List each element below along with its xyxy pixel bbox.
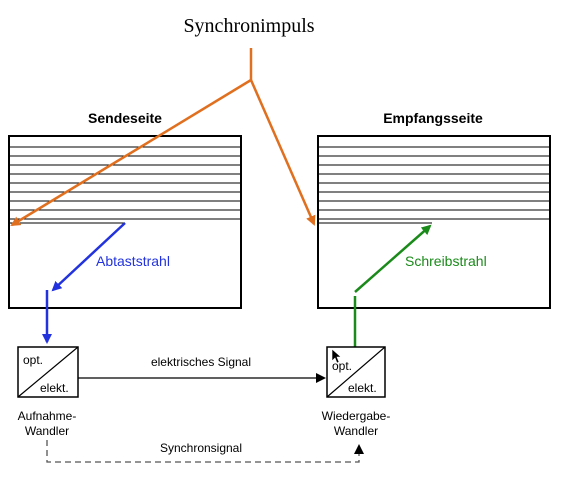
recording-converter-top: opt. [23, 353, 43, 367]
sync-impulse-arrows [10, 48, 316, 227]
scan-beam-label: Abtaststrahl [96, 253, 170, 269]
write-beam-label: Schreibstrahl [405, 253, 487, 269]
recording-converter-bottom: elekt. [40, 381, 69, 395]
receiver-heading: Empfangsseite [383, 110, 483, 126]
playback-converter-caption-1: Wiedergabe- [322, 409, 391, 423]
sync-signal-label: Synchronsignal [160, 441, 242, 455]
recording-converter-caption-1: Aufnahme- [18, 409, 77, 423]
receiver-screen [317, 135, 551, 309]
sync-signal-arrow [46, 440, 364, 463]
cursor-icon [331, 348, 342, 364]
electrical-signal-label: elektrisches Signal [151, 355, 251, 369]
playback-converter-top: opt. [332, 359, 352, 373]
write-beam-arrow [353, 224, 432, 347]
playback-converter-bottom: elekt. [348, 381, 377, 395]
playback-converter-caption-2: Wandler [334, 424, 378, 438]
recording-converter-caption-2: Wandler [25, 424, 69, 438]
sender-screen [8, 135, 242, 309]
recording-converter-box [17, 346, 79, 398]
scan-beam-arrow [42, 222, 126, 344]
diagram-title: Synchronimpuls [183, 15, 314, 37]
sender-heading: Sendeseite [88, 110, 162, 126]
